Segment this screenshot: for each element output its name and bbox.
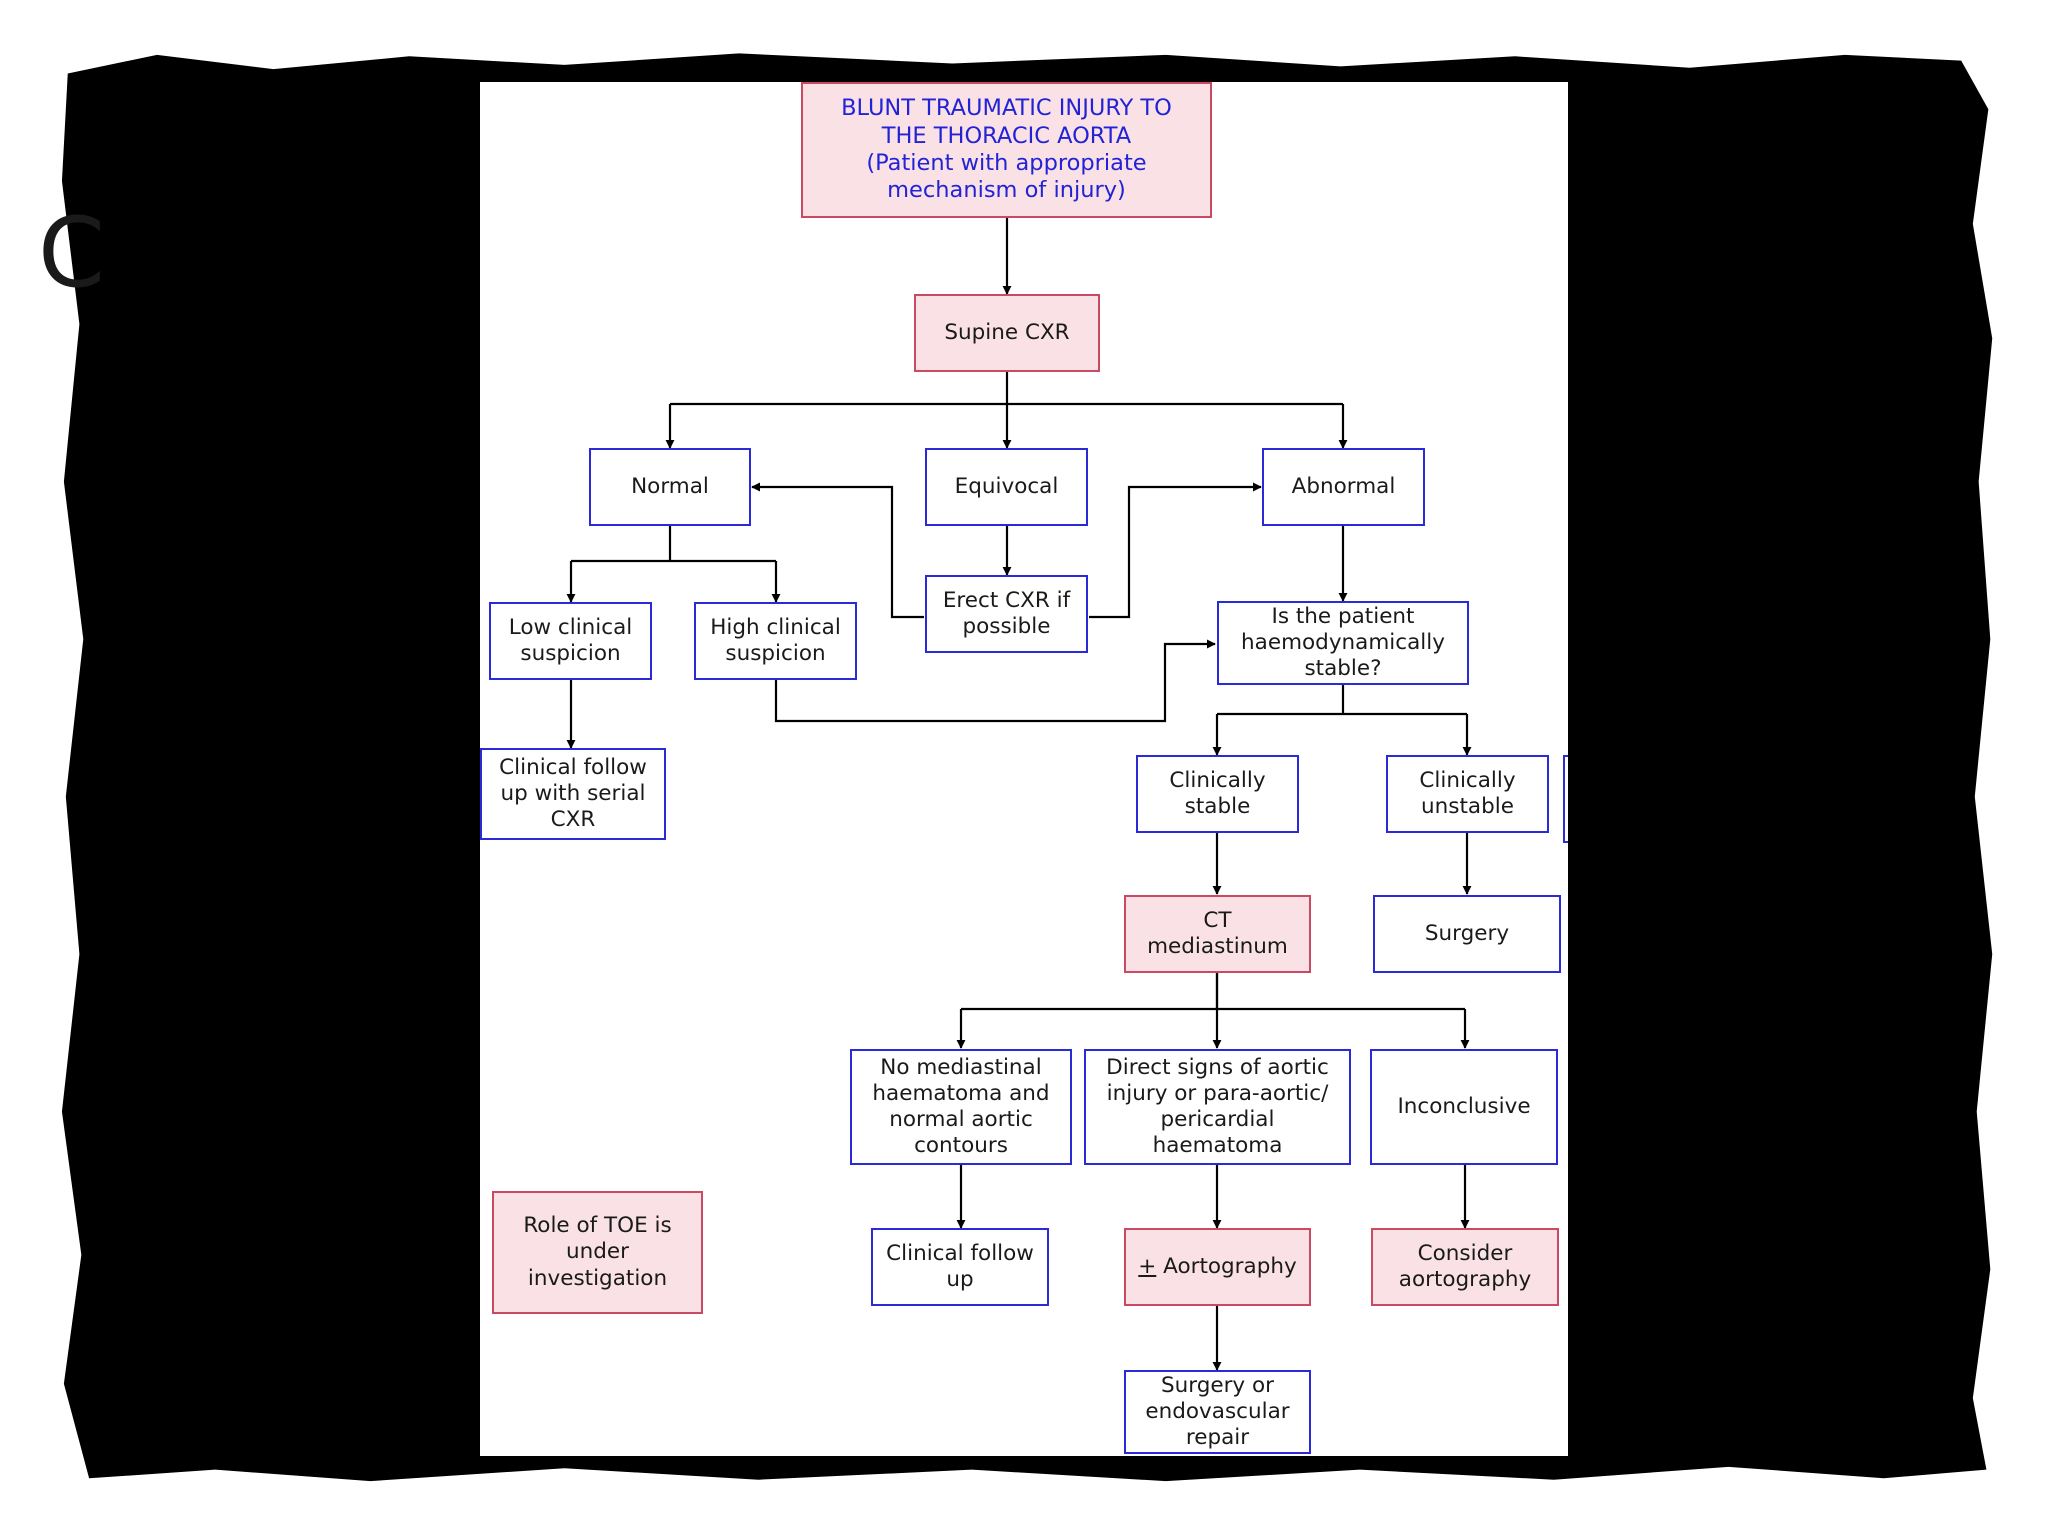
inconclusive-node: Inconclusive [1370,1049,1558,1165]
edge-erect-to-abnormal [1089,482,1262,619]
aortography-label: Aortography [1156,1253,1297,1279]
surgery-or-repair-node: Surgery or endovascular repair [1124,1370,1311,1454]
high-suspicion-node: High clinical suspicion [694,602,857,680]
edge-high-to-haemo [774,639,1216,723]
clinical-followup-node: Clinical follow up [871,1228,1049,1306]
title-node: BLUNT TRAUMATIC INJURY TO THE THORACIC A… [801,82,1212,218]
aortic-injury-flowchart: BLUNT TRAUMATIC INJURY TO THE THORACIC A… [480,82,1568,1456]
surgery-node: Surgery [1373,895,1561,973]
haemodynamic-question-node: Is the patient haemodynamically stable? [1217,601,1469,685]
clinically-stable-node: Clinically stable [1136,755,1299,833]
edge-haemo-branch-bar [1217,685,1467,716]
ct-mediastinum-node: CT mediastinum [1124,895,1311,973]
slide-title-fragment: C [38,197,106,309]
equivocal-node: Equivocal [925,448,1088,526]
clinically-unstable-node: Clinically unstable [1386,755,1549,833]
normal-node: Normal [589,448,751,526]
edge-supine-branch-bar [670,372,1343,406]
role-of-toe-node: Role of TOE is under investigation [492,1191,703,1314]
connector-lines [566,218,1472,1371]
supine-cxr-node: Supine CXR [914,294,1100,372]
edge-normal-branch-bar [571,526,776,563]
serial-cxr-node: Clinical follow up with serial CXR [480,748,666,840]
direct-signs-node: Direct signs of aortic injury or para-ao… [1084,1049,1351,1165]
consider-aortography-node: Consider aortography [1371,1228,1559,1306]
abnormal-node: Abnormal [1262,448,1425,526]
plus-minus-symbol: + [1138,1253,1157,1279]
no-haematoma-node: No mediastinal haematoma and normal aort… [850,1049,1072,1165]
aortography-node: + Aortography [1124,1228,1311,1306]
edge-ct-branch-bar [961,973,1465,1011]
edge-erect-to-normal [751,482,924,619]
erect-cxr-node: Erect CXR if possible [925,575,1088,653]
cropped-edge-node [1563,755,1568,843]
low-suspicion-node: Low clinical suspicion [489,602,652,680]
